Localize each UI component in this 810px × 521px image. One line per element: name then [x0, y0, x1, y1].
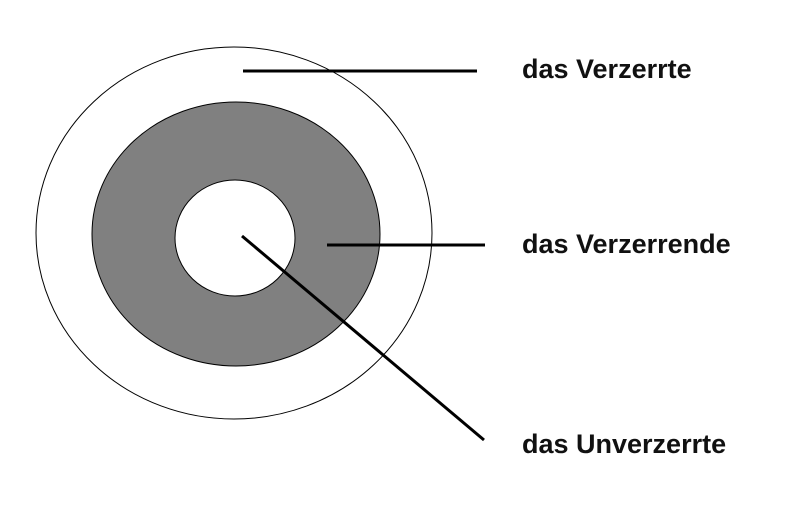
label-middle: das Verzerrende	[522, 229, 731, 259]
label-inner: das Unverzerrte	[522, 429, 726, 459]
label-outer: das Verzerrte	[522, 54, 692, 84]
pointer-inner	[241, 234, 485, 442]
inner-circle	[174, 179, 296, 297]
